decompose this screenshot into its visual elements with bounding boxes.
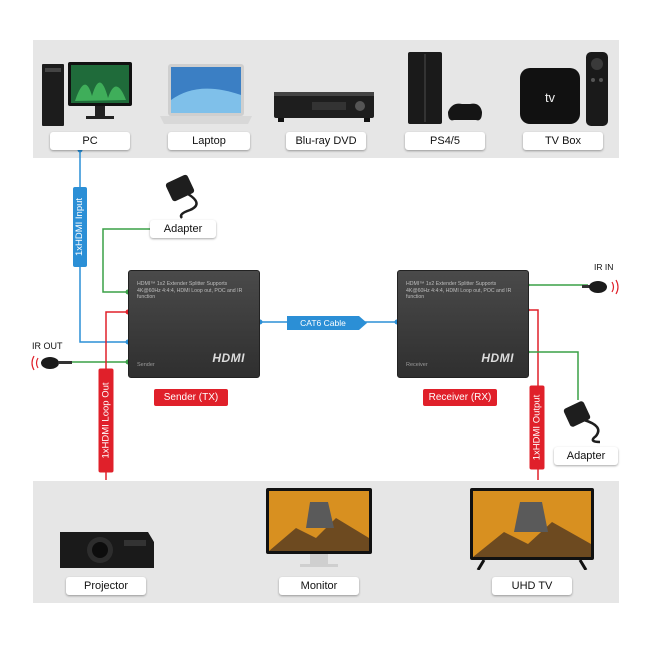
pc-image bbox=[40, 56, 140, 128]
tx-power-line bbox=[102, 228, 150, 293]
rx-power-line bbox=[527, 351, 579, 400]
cat6-label: CAT6 Cable bbox=[287, 316, 367, 330]
ir-out-emitter-icon bbox=[28, 352, 72, 374]
pc-label: PC bbox=[50, 132, 130, 150]
ir-in-receiver-icon bbox=[582, 276, 626, 298]
ir-in-label: IR IN bbox=[594, 262, 614, 272]
ir-out-label: IR OUT bbox=[32, 341, 63, 351]
bluray-image bbox=[272, 86, 376, 126]
hdmi-output-label: 1xHDMI Output bbox=[529, 385, 545, 470]
cat6-text: CAT6 Cable bbox=[300, 318, 346, 328]
rx-adapter-image bbox=[560, 396, 610, 444]
tvbox-image: tv bbox=[516, 50, 616, 128]
tx-adapter-image bbox=[160, 170, 210, 220]
bluray-label: Blu-ray DVD bbox=[286, 132, 366, 150]
receiver-hdmi-logo: HDMI bbox=[481, 351, 514, 365]
uhd-tv-label: UHD TV bbox=[492, 577, 572, 595]
sender-description: HDMI™ 1x2 Extender Splitter Supports 4K@… bbox=[137, 281, 243, 300]
hdmi-input-label: 1xHDMI Input bbox=[73, 187, 87, 267]
receiver-device: HDMI™ 1x2 Extender Splitter Supports 4K@… bbox=[397, 270, 529, 378]
laptop-label: Laptop bbox=[168, 132, 250, 150]
monitor-image bbox=[266, 488, 372, 570]
rx-adapter-label: Adapter bbox=[554, 447, 618, 465]
sender-name: Sender bbox=[137, 362, 155, 368]
tvbox-label: TV Box bbox=[523, 132, 603, 150]
sender-hdmi-logo: HDMI bbox=[212, 351, 245, 365]
ps-label: PS4/5 bbox=[405, 132, 485, 150]
receiver-name: Receiver bbox=[406, 362, 428, 368]
loop-out-label: 1xHDMI Loop Out bbox=[98, 368, 114, 473]
laptop-image bbox=[158, 60, 254, 128]
uhd-tv-image bbox=[470, 488, 594, 571]
ps-image bbox=[404, 50, 484, 128]
projector-image bbox=[56, 520, 156, 572]
svg-text:tv: tv bbox=[545, 90, 556, 105]
sender-caption: Sender (TX) bbox=[154, 389, 228, 406]
tx-adapter-label: Adapter bbox=[150, 220, 216, 238]
receiver-caption: Receiver (RX) bbox=[423, 389, 497, 406]
receiver-description: HDMI™ 1x2 Extender Splitter Supports 4K@… bbox=[406, 281, 512, 300]
hdmi-input-line bbox=[79, 150, 128, 343]
sender-device: HDMI™ 1x2 Extender Splitter Supports 4K@… bbox=[128, 270, 260, 378]
monitor-label: Monitor bbox=[279, 577, 359, 595]
projector-label: Projector bbox=[66, 577, 146, 595]
